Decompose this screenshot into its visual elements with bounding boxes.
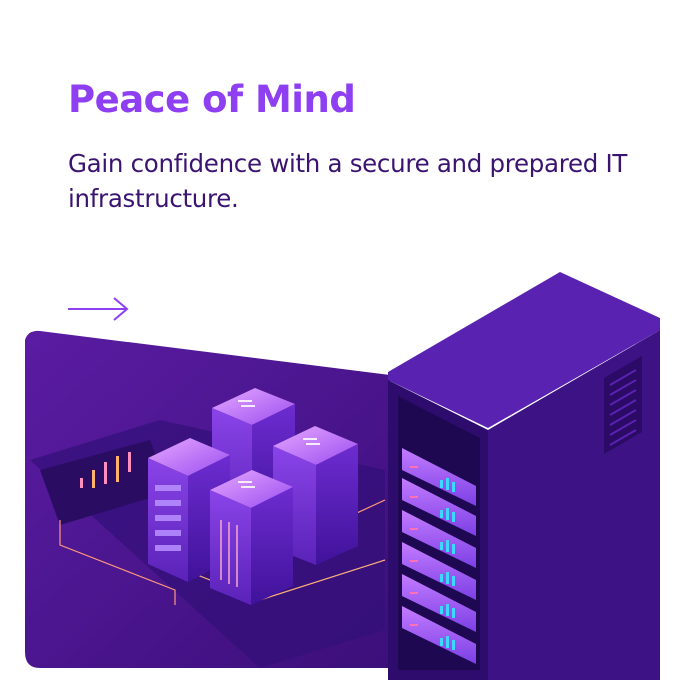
rack-unit xyxy=(402,574,476,632)
next-arrow-button[interactable] xyxy=(66,294,132,324)
rack-unit xyxy=(402,448,476,506)
cable-line xyxy=(59,520,176,605)
rack-unit xyxy=(402,542,476,600)
server-rack xyxy=(388,272,660,680)
server-cube xyxy=(210,470,293,605)
page-subtitle: Gain confidence with a secure and prepar… xyxy=(68,149,628,213)
server-illustration xyxy=(25,272,660,680)
rack-unit xyxy=(402,510,476,568)
rack-unit xyxy=(402,606,476,664)
arrow-right-icon xyxy=(68,297,129,321)
rack-unit xyxy=(402,478,476,536)
vent-grille xyxy=(604,356,642,454)
dashboard-bars xyxy=(80,452,131,488)
page-title: Peace of Mind xyxy=(68,78,356,121)
